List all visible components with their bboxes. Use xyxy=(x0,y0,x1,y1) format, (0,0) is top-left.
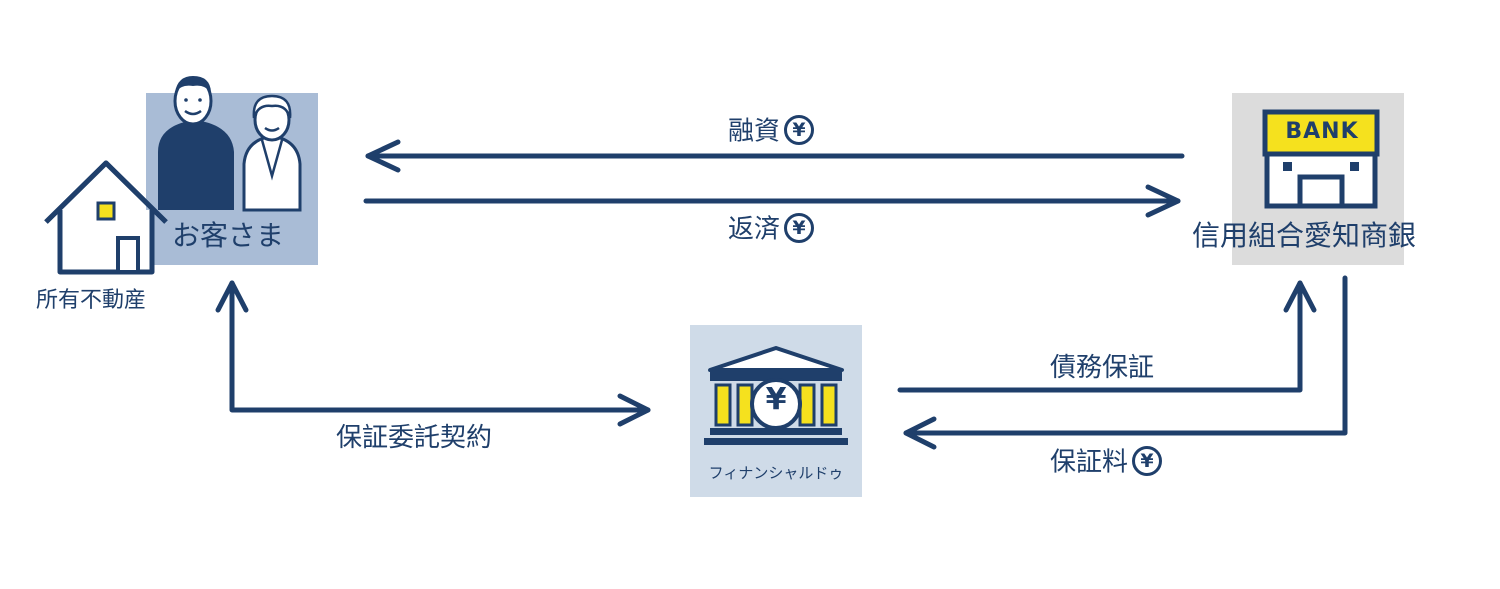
house-icon xyxy=(44,160,168,275)
loan-text: 融資 xyxy=(728,116,781,147)
guarantee-fee-label: 保証料¥ xyxy=(1050,446,1163,478)
bank-label: 信用組合愛知商銀 xyxy=(1192,219,1417,252)
bank-building-icon xyxy=(1262,109,1380,209)
yen-icon: ¥ xyxy=(1132,446,1163,476)
woman-icon xyxy=(242,94,302,212)
guarantee-fee-arrow xyxy=(903,275,1348,450)
guarantee-fee-text: 保証料 xyxy=(1050,447,1129,478)
guarantee-contract-label: 保証委託契約 xyxy=(336,423,493,453)
loan-label: 融資¥ xyxy=(728,115,815,147)
yen-icon: ¥ xyxy=(784,115,815,145)
repayment-label: 返済¥ xyxy=(728,213,815,245)
debt-guarantee-arrow xyxy=(897,280,1317,393)
financial-building-icon xyxy=(704,346,848,445)
financial-company-label: フィナンシャルドゥ xyxy=(708,464,844,482)
yen-icon: ¥ xyxy=(784,213,815,243)
bank-sign: BANK xyxy=(1285,119,1359,144)
customer-label: お客さま xyxy=(172,219,285,252)
property-label: 所有不動産 xyxy=(36,288,147,313)
repayment-text: 返済 xyxy=(728,214,781,245)
yen-symbol: ¥ xyxy=(765,382,787,417)
repayment-arrow xyxy=(363,184,1181,218)
loan-arrow xyxy=(365,139,1185,173)
guarantee-contract-arrow xyxy=(215,280,651,427)
man-icon xyxy=(158,76,234,210)
debt-guarantee-label: 債務保証 xyxy=(1050,353,1155,383)
